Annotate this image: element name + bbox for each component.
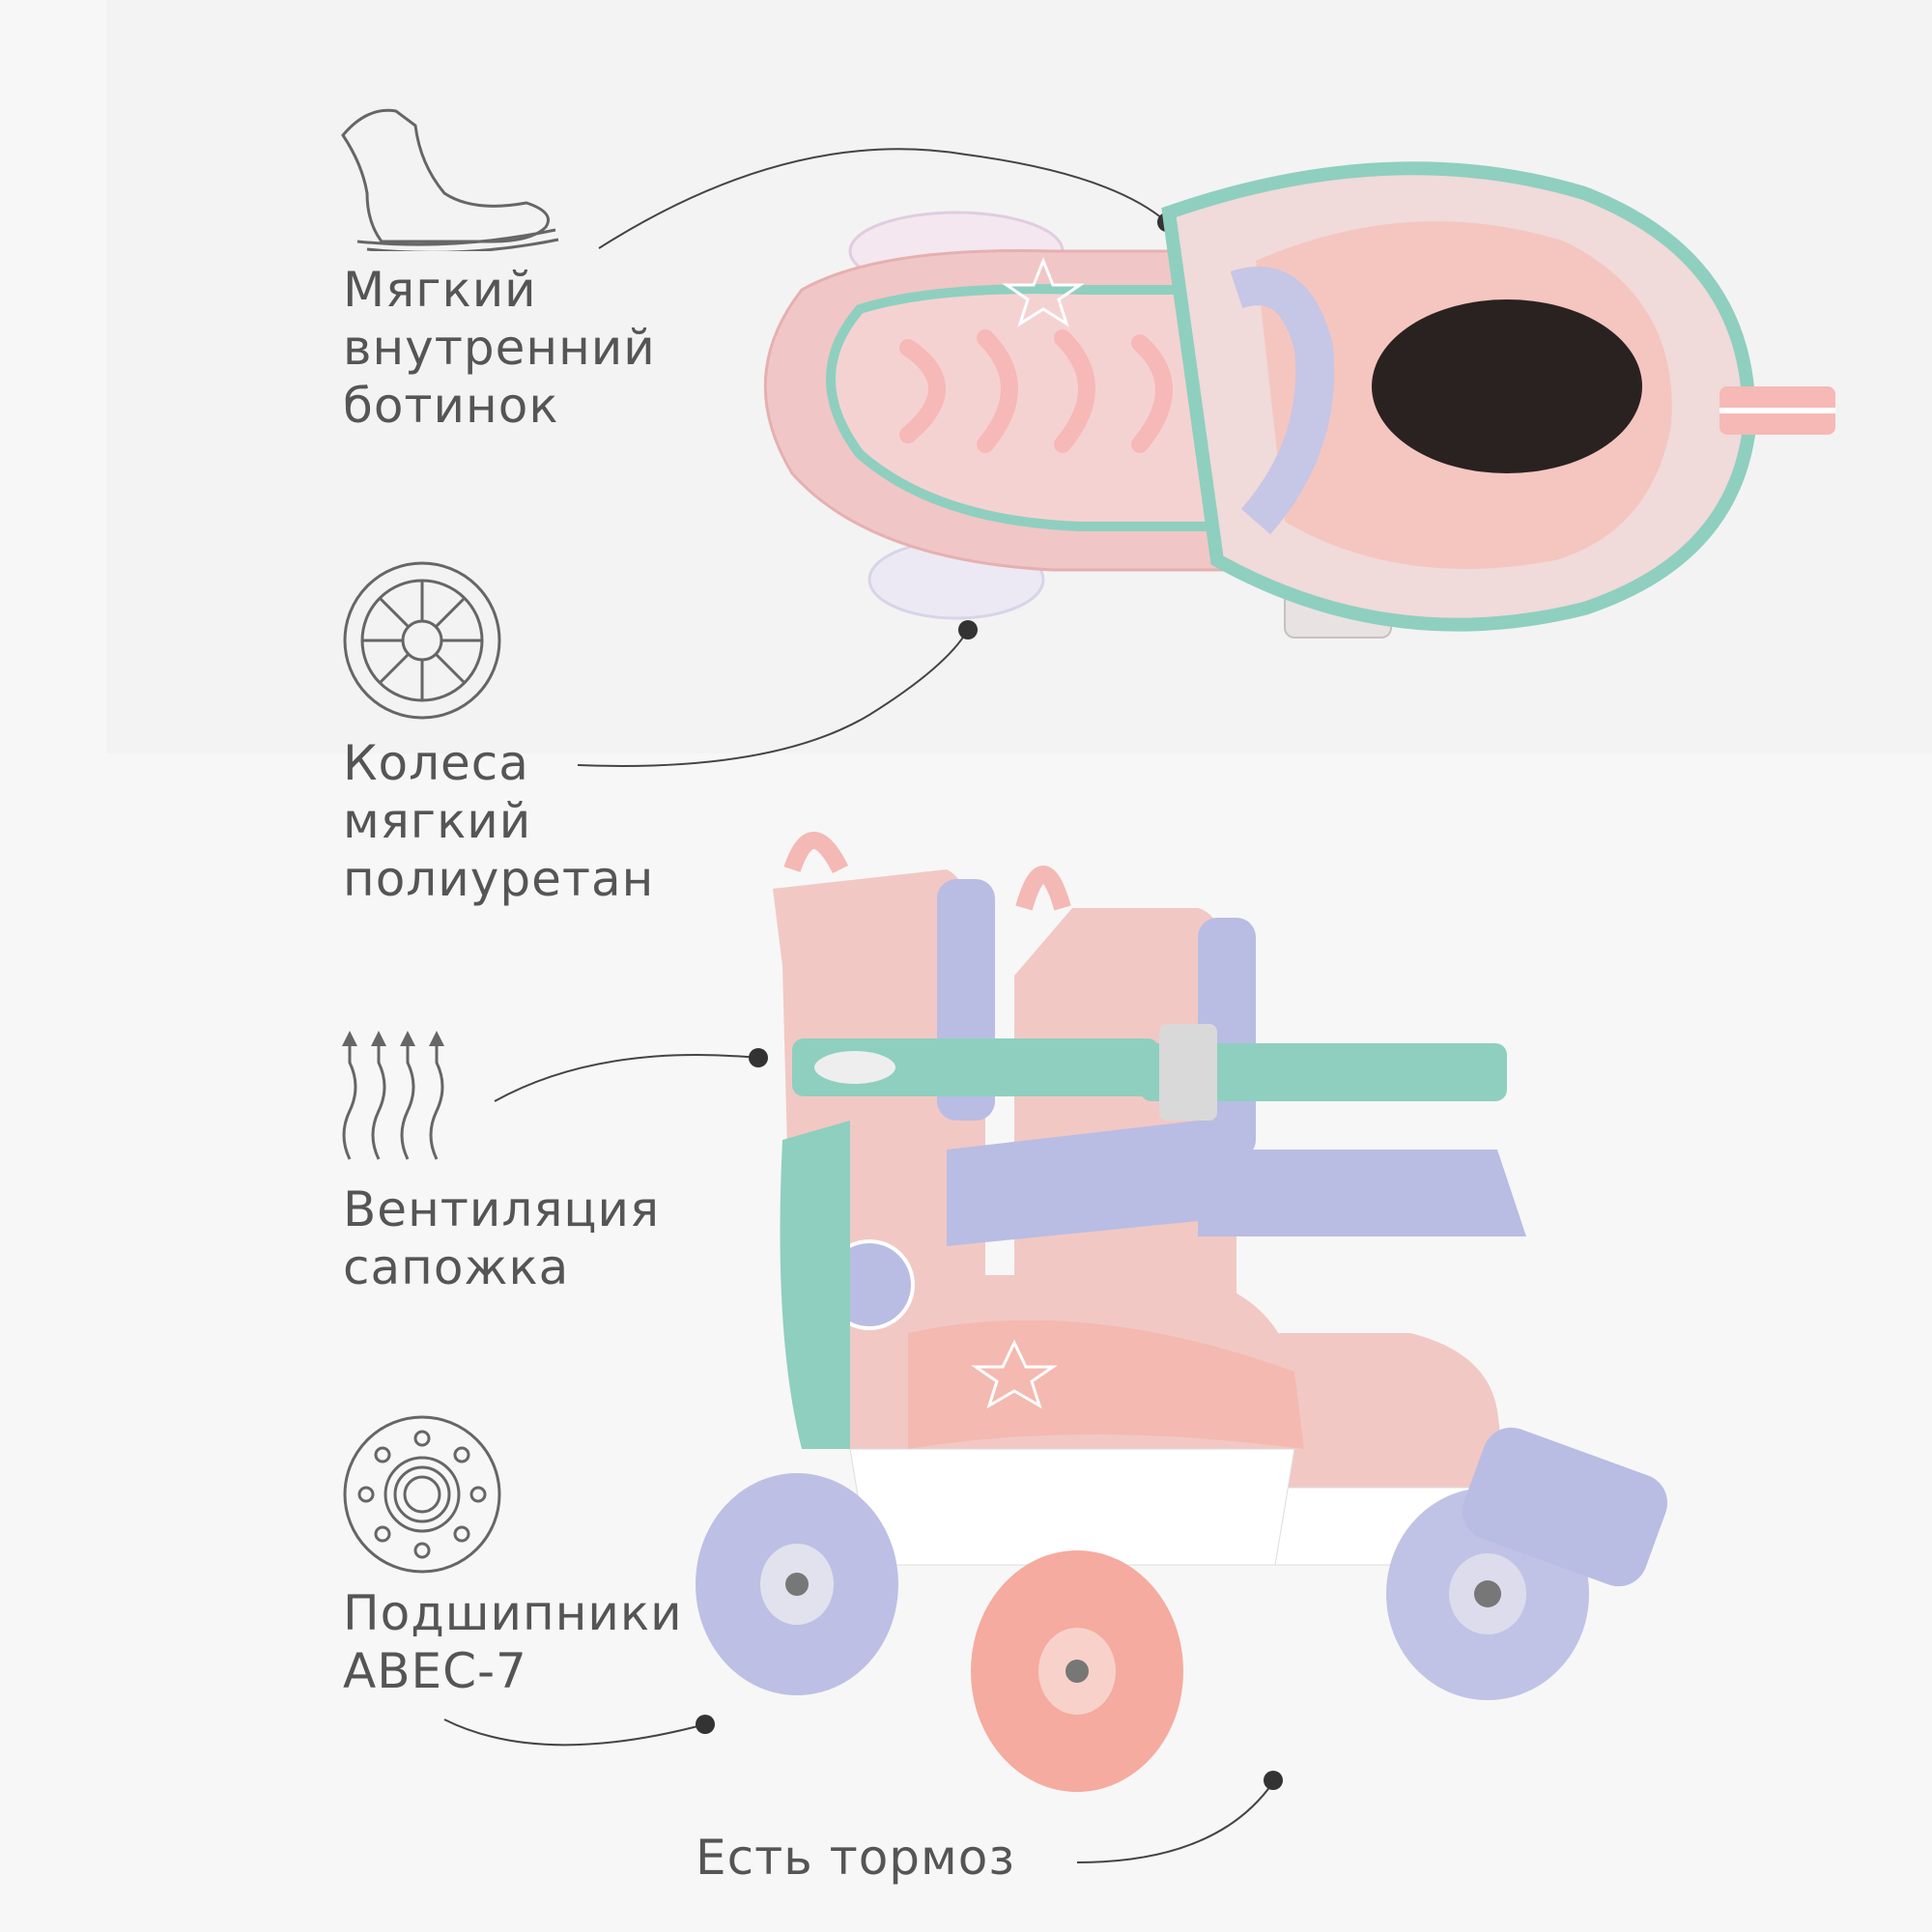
callout-dot-ventilation xyxy=(749,1048,768,1067)
foot-insole-icon xyxy=(338,106,560,251)
callout-line-brake xyxy=(1076,1781,1274,1863)
brake-label: Есть тормоз xyxy=(696,1830,1015,1886)
wheel-icon xyxy=(340,558,504,723)
callout-dot-bearings xyxy=(696,1715,715,1734)
callout-dot-wheels xyxy=(958,620,978,639)
feature-label-ventilation: Вентиляция сапожка xyxy=(343,1181,661,1295)
skates-side-view-image xyxy=(696,831,1700,1810)
callout-line-inner-boot xyxy=(598,148,1168,249)
feature-label-wheels: Колеса мягкий полиуретан xyxy=(343,735,655,907)
ventilation-arrows-icon xyxy=(338,1029,459,1164)
feature-label-bearings: Подшипники ABEC-7 xyxy=(343,1585,683,1699)
callout-dot-brake xyxy=(1264,1771,1283,1790)
bearing-icon xyxy=(340,1412,504,1577)
callout-line-wheels xyxy=(577,629,969,767)
callout-line-ventilation xyxy=(494,1054,759,1102)
feature-label-inner-boot: Мягкий внутренний ботинок xyxy=(343,262,656,434)
callout-line-bearings xyxy=(443,1719,706,1747)
skate-top-view-image xyxy=(715,155,1845,680)
